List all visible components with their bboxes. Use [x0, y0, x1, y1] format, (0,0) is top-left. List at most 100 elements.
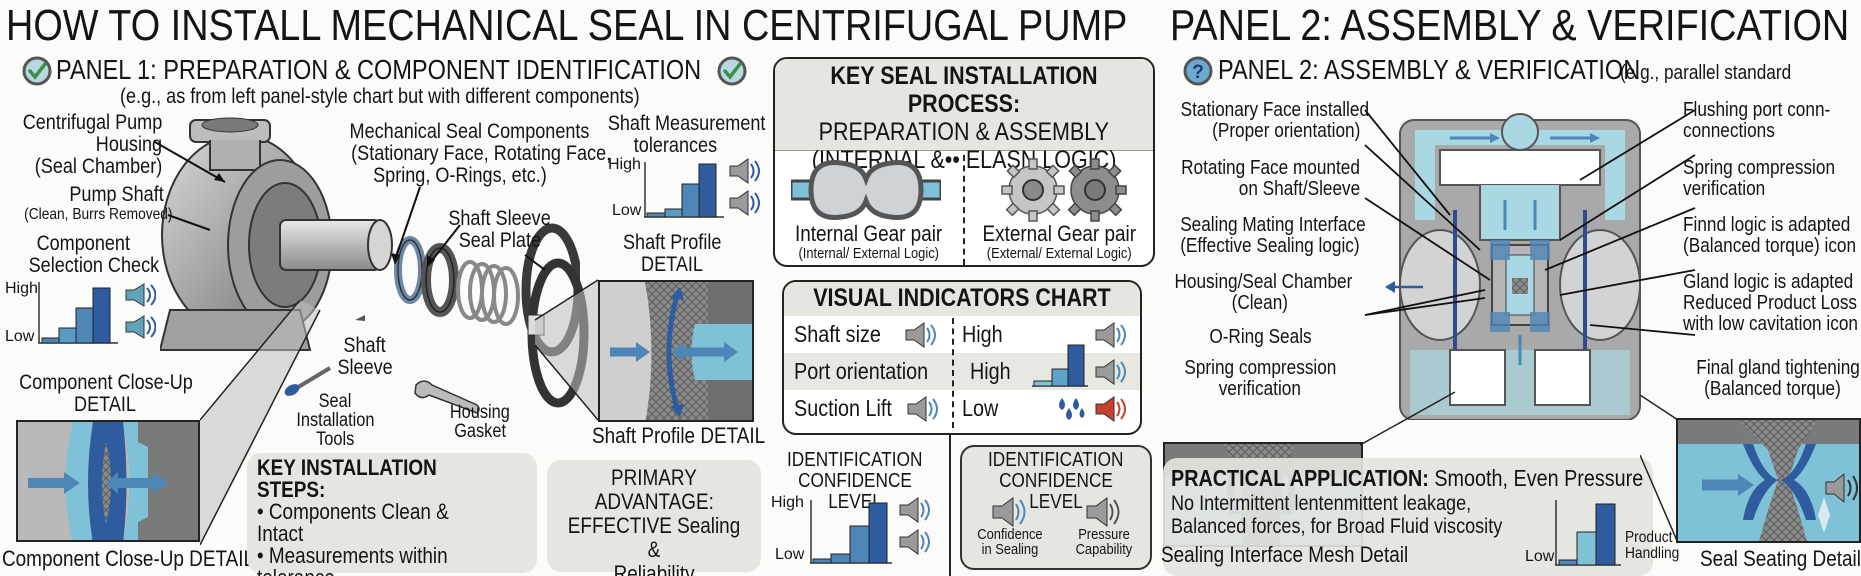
- tools-label: Seal: [318, 391, 352, 412]
- speaker-icons: [122, 282, 156, 346]
- external-gear-label: External Gear pair: [982, 221, 1136, 246]
- process-title: KEY SEAL INSTALLATION PROCESS:: [830, 62, 1098, 118]
- confidence-sealing-label: Confidence: [977, 526, 1043, 543]
- practical-title: PRACTICAL APPLICATION:: [1171, 465, 1429, 491]
- final-gland-label: Final gland tightening: [1696, 357, 1860, 379]
- pressure-capability-label: Pressure: [1078, 526, 1130, 543]
- panel1-title: PANEL 1: PREPARATION & COMPONENT IDENTIF…: [56, 54, 702, 85]
- internal-gear-label: Internal Gear pair: [795, 221, 943, 246]
- key-process-box: KEY SEAL INSTALLATION PROCESS: PREPARATI…: [773, 57, 1155, 267]
- main-title: HOW TO INSTALL MECHANICAL SEAL IN CENTRI…: [6, 1, 1128, 50]
- divider: [952, 318, 954, 428]
- stationary-face-label: Stationary Face installed: [1180, 99, 1370, 121]
- mating-interface-label: Sealing Mating Interface: [1180, 214, 1366, 236]
- selection-check-title: Component: [36, 232, 130, 255]
- indicator-row: Suction Lift Low: [784, 390, 1140, 427]
- divider-line: [949, 435, 951, 576]
- divider: [963, 155, 965, 265]
- panel2-title-note: (e.g., parallel standard: [1620, 62, 1792, 84]
- zoom-callout: [1640, 395, 1680, 545]
- spring-verification-label: Spring compression: [1683, 157, 1836, 179]
- question-icon: ?: [1183, 56, 1213, 86]
- zoom-callout: [520, 270, 600, 430]
- level-bars-icon: [1032, 344, 1088, 387]
- gasket-label: Housing: [450, 402, 510, 423]
- axis-low: Low: [1525, 548, 1555, 565]
- wrench-icon: [410, 375, 490, 415]
- housing-label: Centrifugal Pump: [22, 111, 163, 134]
- pump-exploded-illustration: [160, 110, 580, 360]
- leader-lines: [154, 141, 226, 231]
- visual-indicators-box: VISUAL INDICATORS CHART Shaft size High …: [782, 280, 1142, 435]
- o-ring-label: O-Ring Seals: [1208, 326, 1312, 348]
- internal-gear-icon: [791, 159, 941, 221]
- closeup-caption: Component Close-Up DETAIL: [2, 546, 255, 571]
- finnd-logic-label: Finnd logic is adapted: [1683, 214, 1851, 236]
- primary-advantage-box: PRIMARY ADVANTAGE: EFFECTIVE Sealing & R…: [547, 460, 761, 576]
- zoom-callout: [1360, 390, 1460, 450]
- seating-caption: Seal Seating Detail: [1700, 546, 1861, 571]
- axis-low: Low: [5, 328, 35, 345]
- speaker-icon: [905, 322, 936, 348]
- check-icon: [22, 56, 52, 86]
- external-gear-icon: [991, 157, 1141, 223]
- axis-low: Low: [612, 202, 642, 219]
- measurement-title: Shaft Measurement: [607, 112, 766, 135]
- axis-high: High: [608, 156, 641, 173]
- svg-text:?: ?: [1192, 62, 1204, 83]
- leader-lines: [1364, 109, 1696, 336]
- panel2-banner-title: PANEL 2: ASSEMBLY & VERIFICATION: [1170, 1, 1850, 50]
- pump-shaft-label: Pump Shaft: [69, 183, 164, 206]
- axis-low: Low: [775, 546, 805, 563]
- step-item: • Measurements within tolerance: [257, 543, 448, 576]
- mesh-detail-caption: Sealing Interface Mesh Detail: [1161, 542, 1409, 567]
- pump-cross-section: [1380, 100, 1660, 420]
- closeup-detail-image: [16, 420, 200, 542]
- alert-speaker-icon: [1095, 396, 1126, 422]
- closeup-title: Component Close-Up: [19, 371, 193, 394]
- key-steps-box: KEY INSTALLATION STEPS: • Components Cle…: [247, 453, 537, 576]
- panel2-title: PANEL 2: ASSEMBLY & VERIFICATION: [1218, 54, 1641, 85]
- rotating-face-label: Rotating Face mounted: [1181, 157, 1360, 179]
- indicators-title: VISUAL INDICATORS CHART: [813, 284, 1111, 312]
- speaker-icon: [1095, 322, 1126, 348]
- practical-application-box: PRACTICAL APPLICATION: Smooth, Even Pres…: [1161, 458, 1679, 576]
- panel1-subtitle: (e.g., as from left panel-style chart bu…: [120, 85, 640, 108]
- shaft-sleeve-label: Shaft: [343, 334, 387, 357]
- axis-high: High: [5, 280, 38, 297]
- indicator-row: Shaft size High: [784, 316, 1140, 353]
- speaker-icon: [992, 497, 1026, 527]
- practical-line2: Balanced forces, for Broad Fluid viscosi…: [1171, 515, 1503, 538]
- profile-title: Shaft Profile: [622, 231, 722, 254]
- speaker-icon: [1086, 497, 1120, 527]
- indicator-row: Port orientation High: [784, 344, 1140, 390]
- housing-chamber-label: Housing/Seal Chamber: [1174, 271, 1353, 293]
- key-steps-title: KEY INSTALLATION STEPS:: [257, 455, 437, 502]
- practical-line1: No Intermittent lentenmittent leakage,: [1171, 492, 1472, 515]
- check-icon: [717, 56, 747, 86]
- product-handling-label: Product: [1625, 529, 1673, 546]
- seal-seating-image: [1676, 418, 1861, 543]
- gland-logic-label: Gland logic is adapted: [1683, 271, 1854, 293]
- sleeve-plate-label: Shaft Sleeve: [448, 207, 552, 230]
- installation-tool-icon: [280, 360, 360, 400]
- spring-compression-label: Spring compression: [1183, 357, 1337, 379]
- selection-check-chart: [38, 282, 118, 344]
- flushing-port-label: Flushing port conn-: [1683, 99, 1831, 121]
- seal-components-label: Mechanical Seal Components: [349, 120, 590, 143]
- axis-high: High: [771, 494, 804, 511]
- measurement-chart: [644, 162, 724, 218]
- arrow-icon: [1385, 281, 1423, 293]
- leader-lines: [391, 186, 546, 271]
- speaker-icons: [898, 497, 938, 561]
- confidence-chart: [810, 500, 892, 564]
- profile-caption: Shaft Profile DETAIL: [592, 423, 766, 448]
- water-drops-icon: [1059, 398, 1085, 420]
- shaft-profile-image: [598, 280, 754, 422]
- confidence-title: IDENTIFICATION: [787, 449, 923, 471]
- confidence-box: IDENTIFICATION CONFIDENCE LEVEL Confiden…: [960, 445, 1152, 570]
- speaker-icons: [728, 158, 762, 222]
- speaker-icon: [907, 396, 938, 422]
- zoom-callout: [200, 300, 340, 545]
- product-handling-chart: [1555, 500, 1621, 566]
